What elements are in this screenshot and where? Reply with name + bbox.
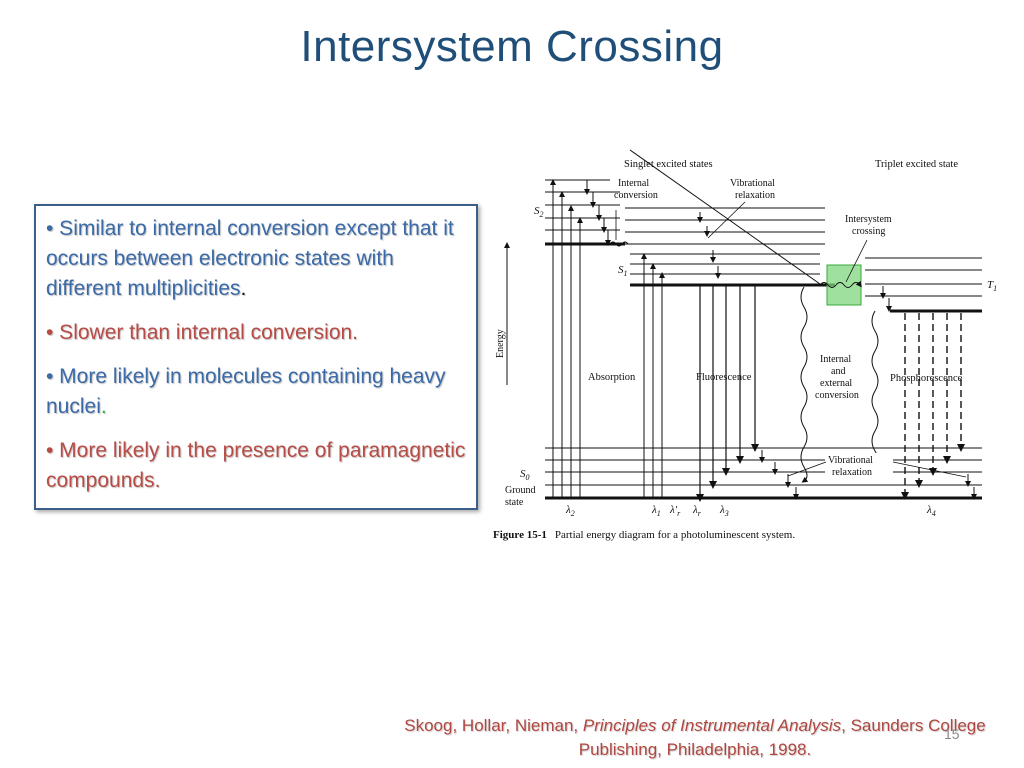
s1-label: S1 [618,264,628,278]
s2-vibrational-region [625,207,825,245]
lambda2-label: λ2 [565,504,575,518]
lambda-r-label: λr [692,504,702,518]
singlet-header: Singlet excited states [624,159,713,170]
isc-wave [819,280,862,288]
lambda1-label: λ1 [651,504,661,518]
s2-relaxation-arrows [584,180,721,279]
slide-title: Intersystem Crossing [300,22,724,71]
phosphorescence-label: Phosphorescence [890,373,963,384]
s2-label: S2 [534,205,544,219]
energy-label: Energy [495,329,506,358]
bullet-paramagnetic: • More likely in the presence of paramag… [46,439,466,492]
s1-levels [629,149,835,287]
fluorescence-label: Fluorescence [696,372,752,383]
s2-levels [545,179,625,246]
bullet-text-box: • Similar to internal conversion except … [34,204,478,510]
slide-number: 15 [944,726,960,742]
bullet-slower: • Slower than internal conversion. [46,321,359,344]
internal-external-wave [800,286,809,483]
absorption-arrows [550,179,665,498]
t1-to-s0-wave [871,310,879,464]
t1-relaxation-arrows [880,286,892,312]
s0-label: S0 [520,468,530,482]
s0-levels [545,447,982,500]
t1-levels [865,257,982,313]
lambda4-label: λ4 [926,504,936,518]
bullet-similar-to-internal-conversion: • Similar to internal conversion except … [46,217,454,300]
jablonski-diagram: Singlet excited states Triplet excited s… [493,149,997,541]
internal-conversion-wave [609,241,629,247]
citation: Skoog, Hollar, Nieman, Principles of Ins… [404,716,986,759]
triplet-header: Triplet excited state [875,159,958,170]
lambda-r-prime-label: λ′r [669,504,681,518]
bullet-heavy-nuclei: • More likely in molecules containing he… [46,365,446,418]
absorption-label: Absorption [588,372,636,383]
t1-label: T1 [987,279,997,293]
fluorescence-arrows [696,285,759,502]
lambda3-label: λ3 [719,504,729,518]
phosphorescence-arrows [901,313,965,500]
